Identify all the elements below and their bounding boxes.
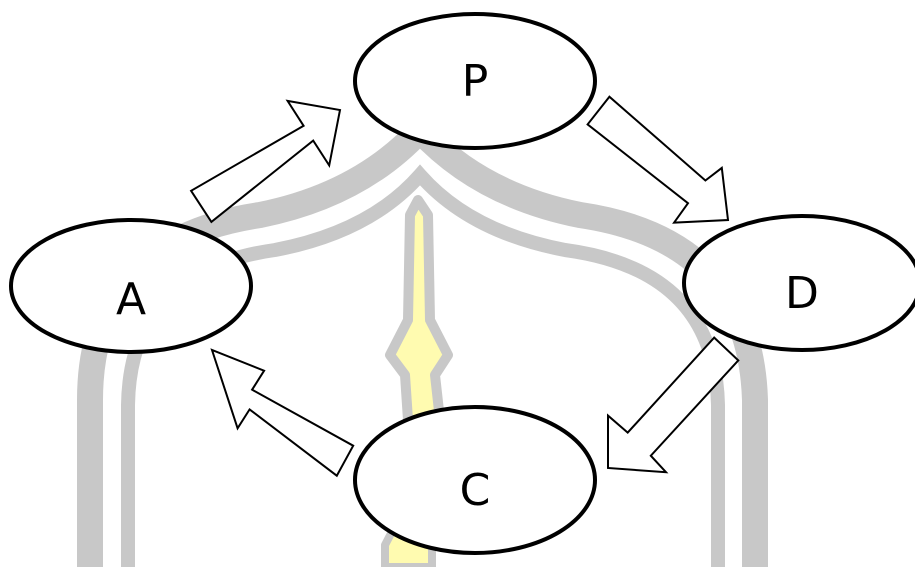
node-c-ellipse — [353, 405, 597, 555]
arrow-c-to-a — [210, 348, 355, 478]
node-p-ellipse — [353, 12, 597, 150]
arrow-d-to-c — [607, 336, 740, 474]
arrow-p-to-d — [586, 95, 730, 224]
node-p-label: P — [462, 56, 489, 107]
node-c-label: C — [460, 465, 491, 516]
watermark-spire — [385, 195, 453, 425]
arrow-a-to-p — [189, 99, 342, 224]
node-d-label: D — [785, 268, 819, 319]
node-p: P — [353, 12, 597, 150]
node-a-label: A — [116, 274, 146, 325]
node-c: C — [353, 405, 597, 555]
node-d-ellipse — [682, 214, 915, 352]
cycle-arrows — [189, 95, 740, 478]
node-a-ellipse — [9, 218, 253, 354]
node-d: D — [682, 214, 915, 352]
node-a: A — [9, 218, 253, 354]
